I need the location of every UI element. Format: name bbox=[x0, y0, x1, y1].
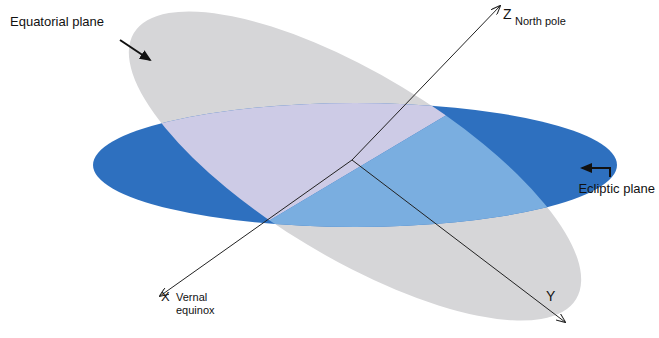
axis-note: North pole bbox=[515, 15, 566, 28]
z-axis bbox=[352, 6, 500, 160]
pointer-tail bbox=[609, 167, 611, 177]
y-axis bbox=[352, 160, 565, 322]
pointer-arrow bbox=[582, 167, 610, 169]
axis-label: Z bbox=[503, 6, 512, 22]
pointer-arrow bbox=[120, 40, 150, 60]
plane-label: Equatorial plane bbox=[10, 14, 104, 29]
plane-label: Ecliptic plane bbox=[578, 181, 655, 196]
axis-label: Y bbox=[546, 288, 555, 304]
x-axis bbox=[160, 160, 352, 296]
axis-note: Vernal equinox bbox=[176, 291, 228, 317]
axis-label: X bbox=[161, 289, 170, 304]
